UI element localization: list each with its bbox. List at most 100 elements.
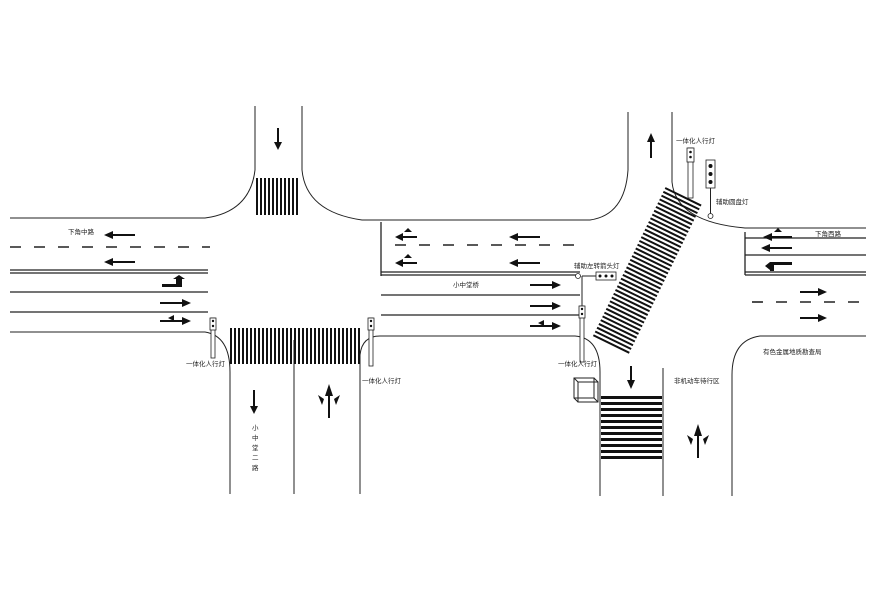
west-road-bottom-edge [10, 331, 231, 494]
crosswalk-stripe [613, 292, 651, 313]
crosswalk-stripe [318, 328, 320, 364]
road-label-east: 下角西路 [815, 229, 842, 238]
crosswalk-stripe [346, 328, 348, 364]
crosswalk-stripe [250, 328, 252, 364]
aux-turn-light-label: 辅助左转箭头灯 [574, 261, 620, 270]
road-label-south: 小中堂二路 [252, 423, 259, 472]
arrow-down-south-east [627, 366, 635, 389]
crosswalk-stripe [601, 408, 662, 411]
crosswalk-stripe [638, 239, 676, 260]
crosswalk-stripe [605, 307, 643, 328]
arrow-left-west-2 [104, 258, 135, 266]
crosswalk-stripe [601, 402, 662, 405]
arrow-left-mid-2 [509, 259, 540, 267]
south-west-road-right-edge [359, 335, 381, 494]
crosswalk-stripe [601, 456, 662, 459]
crosswalk-stripe [611, 296, 649, 316]
crosswalk-stripe [631, 255, 669, 275]
crosswalk-stripe [254, 328, 256, 364]
crosswalk-stripe [302, 328, 304, 364]
crosswalk-stripe [326, 328, 328, 364]
crosswalk-stripe [661, 194, 698, 215]
crosswalk-stripe [664, 187, 702, 207]
arrow-left-turn-east [763, 228, 792, 241]
east-road-bottom-edge [731, 335, 866, 496]
crosswalk-stripe [276, 178, 278, 215]
north-east-road-right-edge [671, 112, 866, 229]
arrow-left-east [761, 244, 792, 252]
building-label-se: 有色金属地质勘查局 [763, 347, 822, 356]
nonmotor-zone-label: 非机动车待行区 [674, 376, 720, 385]
ped-light-pole-sm [367, 317, 375, 367]
crosswalk-stripe [601, 450, 662, 453]
arrow-right-west [160, 299, 191, 307]
crosswalk-stripe [655, 206, 693, 226]
crosswalk-stripe [286, 328, 288, 364]
crosswalk-stripe [298, 328, 300, 364]
crosswalk-stripe [622, 273, 660, 294]
labels: 下角中路 下角西路 小中堂桥 小中堂二路 一体化人行灯 一体化人行灯 一体化人行… [68, 136, 842, 472]
crosswalk-stripe [230, 328, 232, 364]
crosswalk-stripe [653, 209, 691, 230]
west-road-top-edge [10, 106, 256, 219]
ped-light-pole-sw [209, 317, 217, 359]
arrow-left-mid-1 [509, 233, 540, 241]
ped-light-label-sw: 一体化人行灯 [186, 359, 226, 368]
arrow-right-uturn-west [160, 315, 191, 325]
crosswalk-stripe [282, 328, 284, 364]
arrow-up-split-south-east [687, 424, 709, 458]
crosswalk-stripe [627, 262, 665, 282]
arrow-down-north [274, 128, 282, 150]
ped-light-label-se: 一体化人行灯 [558, 359, 598, 368]
arrow-right-east-2 [800, 314, 827, 322]
lane-arrows [104, 128, 827, 458]
crosswalk-stripe [607, 304, 645, 324]
crosswalk-stripe [640, 236, 678, 256]
crosswalk-stripe [284, 178, 286, 215]
arrow-up-north-east [647, 133, 655, 158]
ped-light-label-sm: 一体化人行灯 [362, 376, 402, 385]
crosswalk-stripe [242, 328, 244, 364]
aux-disc-light-pole [705, 159, 716, 219]
road-edges [10, 106, 866, 496]
arrow-down-south-west [250, 390, 258, 414]
crosswalk-stripe [601, 438, 662, 441]
road-label-west: 下角中路 [68, 227, 95, 236]
north-road-right-edge [301, 106, 380, 221]
crosswalk-south-east [601, 396, 662, 459]
crosswalk-stripe [601, 396, 662, 399]
crosswalk-stripe [616, 285, 654, 305]
crosswalk-stripe [637, 243, 674, 264]
crosswalk-stripe [649, 217, 687, 237]
crosswalk-stripe [657, 202, 695, 222]
crosswalk-south-west [230, 328, 360, 364]
crosswalk-stripe [314, 328, 316, 364]
crosswalk-stripe [322, 328, 324, 364]
crosswalk-diagonal [592, 187, 702, 354]
arrow-right-mid-1 [530, 281, 561, 289]
crosswalk-stripe [264, 178, 266, 215]
crosswalk-stripe [258, 328, 260, 364]
signal-cabinet-box [573, 377, 599, 403]
middle-road-top-edge [380, 112, 629, 221]
crosswalk-stripe [268, 178, 270, 215]
crosswalk-stripe [601, 444, 662, 447]
crosswalk-stripe [306, 328, 308, 364]
crosswalk-stripe [338, 328, 340, 364]
arrow-up-split-south-west [318, 384, 340, 418]
arrow-right-mid-2 [530, 302, 561, 310]
crosswalk-stripe [626, 266, 663, 286]
crosswalk-stripe [354, 328, 356, 364]
crosswalk-stripe [262, 328, 264, 364]
signal-poles [209, 147, 716, 367]
crosswalk-stripe [609, 300, 647, 320]
arrow-left-uturn-east [765, 262, 792, 271]
arrow-left-turn-mid-1 [395, 228, 417, 241]
crosswalk-stripe [633, 251, 671, 271]
crosswalk-stripe [596, 326, 634, 347]
crosswalk-stripe [270, 328, 272, 364]
crosswalk-stripe [603, 311, 641, 332]
crosswalk-stripe [238, 328, 240, 364]
aux-disc-light-label: 辅助圆盘灯 [716, 197, 749, 206]
crosswalk-stripe [246, 328, 248, 364]
